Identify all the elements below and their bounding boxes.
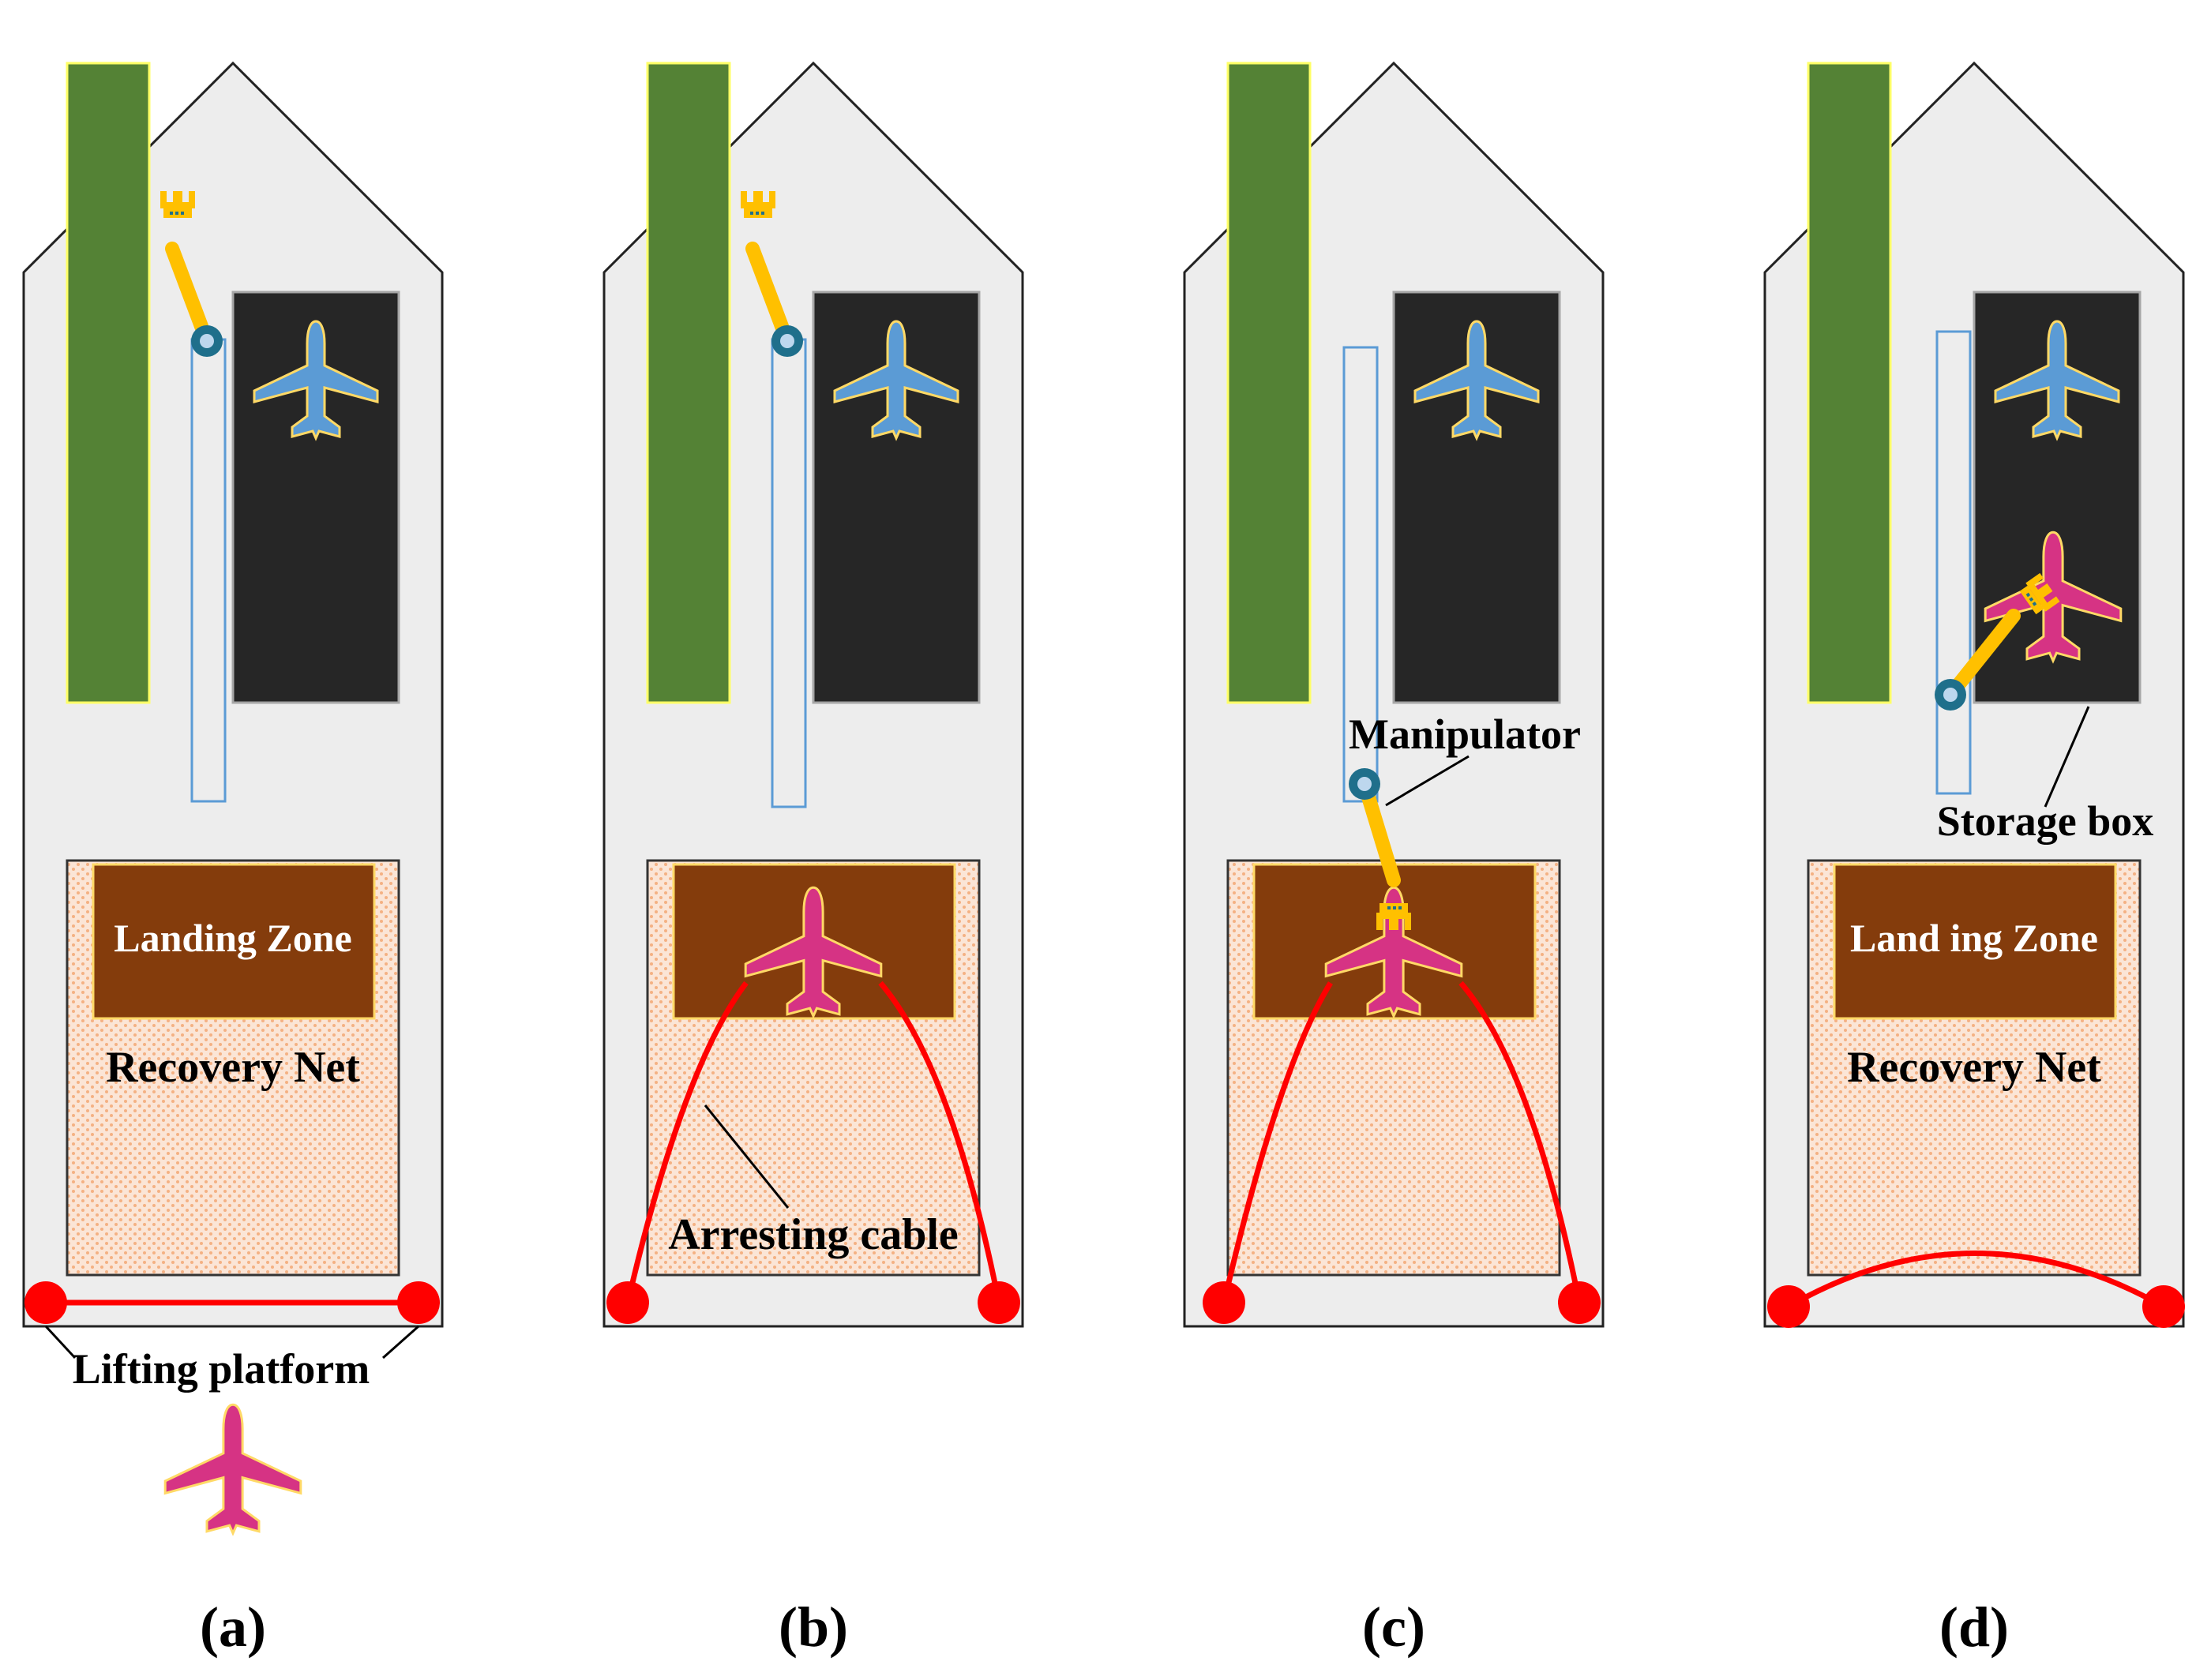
anchor-right-c bbox=[1558, 1281, 1601, 1324]
gripper-icon-b bbox=[741, 191, 775, 218]
anchor-left-b bbox=[606, 1281, 649, 1324]
leader-line bbox=[704, 1104, 790, 1209]
panel-c bbox=[1183, 61, 1605, 1328]
arresting-cable-label: Arresting cable bbox=[668, 1210, 959, 1259]
leader-line bbox=[382, 1325, 419, 1359]
caption-b: (b) bbox=[779, 1596, 848, 1659]
caption-a: (a) bbox=[200, 1596, 266, 1659]
arresting-cable-d bbox=[1787, 1251, 2165, 1310]
manipulator-arm-a bbox=[165, 242, 214, 348]
panel-b bbox=[602, 61, 1024, 1328]
superstructure-a bbox=[66, 62, 151, 704]
gripper-icon-a bbox=[160, 191, 195, 218]
landing-zone-label-d: Land ing Zone bbox=[1850, 916, 2098, 960]
recovery-net-label-d: Recovery Net bbox=[1847, 1043, 2101, 1092]
arresting-cable-left-c bbox=[1221, 981, 1333, 1303]
leader-line bbox=[44, 1325, 77, 1359]
arresting-cable-right-b bbox=[878, 981, 1002, 1303]
manipulator-arm-d bbox=[1943, 609, 2021, 702]
lifting-platform-label: Lifting platform bbox=[73, 1345, 370, 1393]
anchor-right-d bbox=[2142, 1285, 2185, 1328]
anchor-right-b bbox=[978, 1281, 1020, 1324]
arresting-cable-right-c bbox=[1458, 981, 1582, 1303]
panel-c-details bbox=[1203, 346, 1601, 1324]
panel-b-details bbox=[606, 191, 1020, 1324]
landing-zone-a bbox=[92, 863, 376, 1020]
manipulator-arm-b bbox=[745, 242, 794, 348]
panel-a-details bbox=[24, 191, 440, 1535]
panel-d bbox=[1763, 61, 2185, 1328]
superstructure-b bbox=[646, 62, 731, 704]
manipulator-arm-c bbox=[1357, 777, 1401, 887]
panel-d-details bbox=[1767, 330, 2185, 1328]
anchor-right-a bbox=[397, 1281, 440, 1324]
gripper-icon-d bbox=[2019, 572, 2060, 615]
gripper-icon-c bbox=[1376, 903, 1411, 930]
caption-c: (c) bbox=[1362, 1596, 1425, 1659]
landing-zone-label-a: Landing Zone bbox=[114, 916, 352, 960]
recovery-net-label-a: Recovery Net bbox=[106, 1043, 360, 1092]
anchor-left-a bbox=[24, 1281, 67, 1324]
arresting-cable-left-b bbox=[625, 981, 749, 1303]
manipulator-rail-c bbox=[1342, 346, 1379, 803]
leader-line bbox=[1385, 755, 1470, 807]
anchor-left-d bbox=[1767, 1285, 1810, 1328]
manipulator-rail-d bbox=[1935, 330, 1972, 795]
anchor-left-c bbox=[1203, 1281, 1245, 1324]
superstructure-c bbox=[1226, 62, 1312, 704]
approaching-uav-icon bbox=[163, 1403, 302, 1535]
caption-d: (d) bbox=[1939, 1596, 2009, 1659]
storage-box-label: Storage box bbox=[1937, 797, 2153, 845]
superstructure-d bbox=[1807, 62, 1892, 704]
landing-zone-d bbox=[1833, 863, 2117, 1020]
panel-a bbox=[22, 61, 444, 1328]
leader-line bbox=[2044, 706, 2090, 808]
manipulator-label: Manipulator bbox=[1349, 711, 1581, 758]
